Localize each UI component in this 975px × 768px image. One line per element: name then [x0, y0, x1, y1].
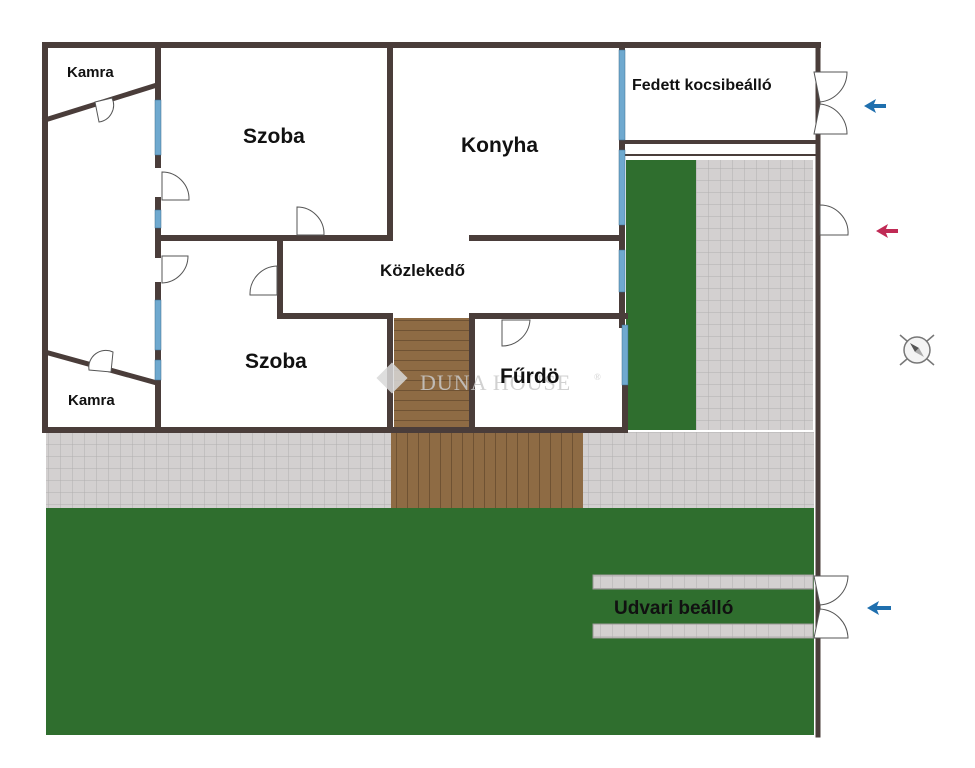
room-label-konyha: Konyha — [461, 134, 538, 157]
walls — [41, 42, 821, 738]
room-label-fedett-kocsibeallo: Fedett kocsibeálló — [632, 77, 772, 94]
exterior-double-doors — [813, 71, 849, 639]
paving-side — [696, 160, 813, 430]
room-label-udvari-beallo: Udvari beálló — [614, 598, 733, 619]
compass-icon — [899, 334, 935, 366]
room-label-szoba-top: Szoba — [243, 125, 305, 148]
watermark: DUNA HOUSE ® — [376, 362, 601, 395]
door-swing-icon — [94, 97, 115, 123]
room-label-furdo: Fűrdö — [500, 365, 559, 388]
room-label-kozlekedo: Közlekedő — [380, 261, 465, 280]
watermark-text: DUNA HOUSE — [420, 370, 571, 395]
door-swing-icon — [88, 349, 114, 373]
room-label-szoba-bottom: Szoba — [245, 350, 307, 373]
arrow-left-icon — [876, 224, 898, 238]
terrace-deck — [391, 432, 583, 508]
driveway-track-top — [592, 574, 814, 590]
paving-left — [46, 432, 391, 508]
paving-right — [583, 432, 814, 508]
door-swing-icon — [249, 265, 278, 296]
lawn-yard — [46, 508, 814, 735]
door-swing-icon — [161, 255, 189, 284]
room-label-kamra-bottom: Kamra — [68, 392, 115, 409]
door-swing-icon — [161, 171, 190, 201]
arrow-left-icon — [864, 99, 886, 113]
windows — [154, 49, 629, 386]
doors — [88, 97, 849, 373]
door-swing-icon — [819, 204, 849, 236]
inner-deck — [394, 318, 470, 428]
door-swing-icon — [501, 319, 531, 347]
lawn-strip — [626, 160, 696, 430]
door-swing-icon — [296, 206, 325, 236]
carport-floor — [626, 50, 814, 140]
arrow-left-icon — [867, 601, 891, 615]
room-label-kamra-top: Kamra — [67, 64, 114, 81]
watermark-registered: ® — [594, 372, 602, 382]
driveway-track-bottom — [592, 623, 814, 639]
